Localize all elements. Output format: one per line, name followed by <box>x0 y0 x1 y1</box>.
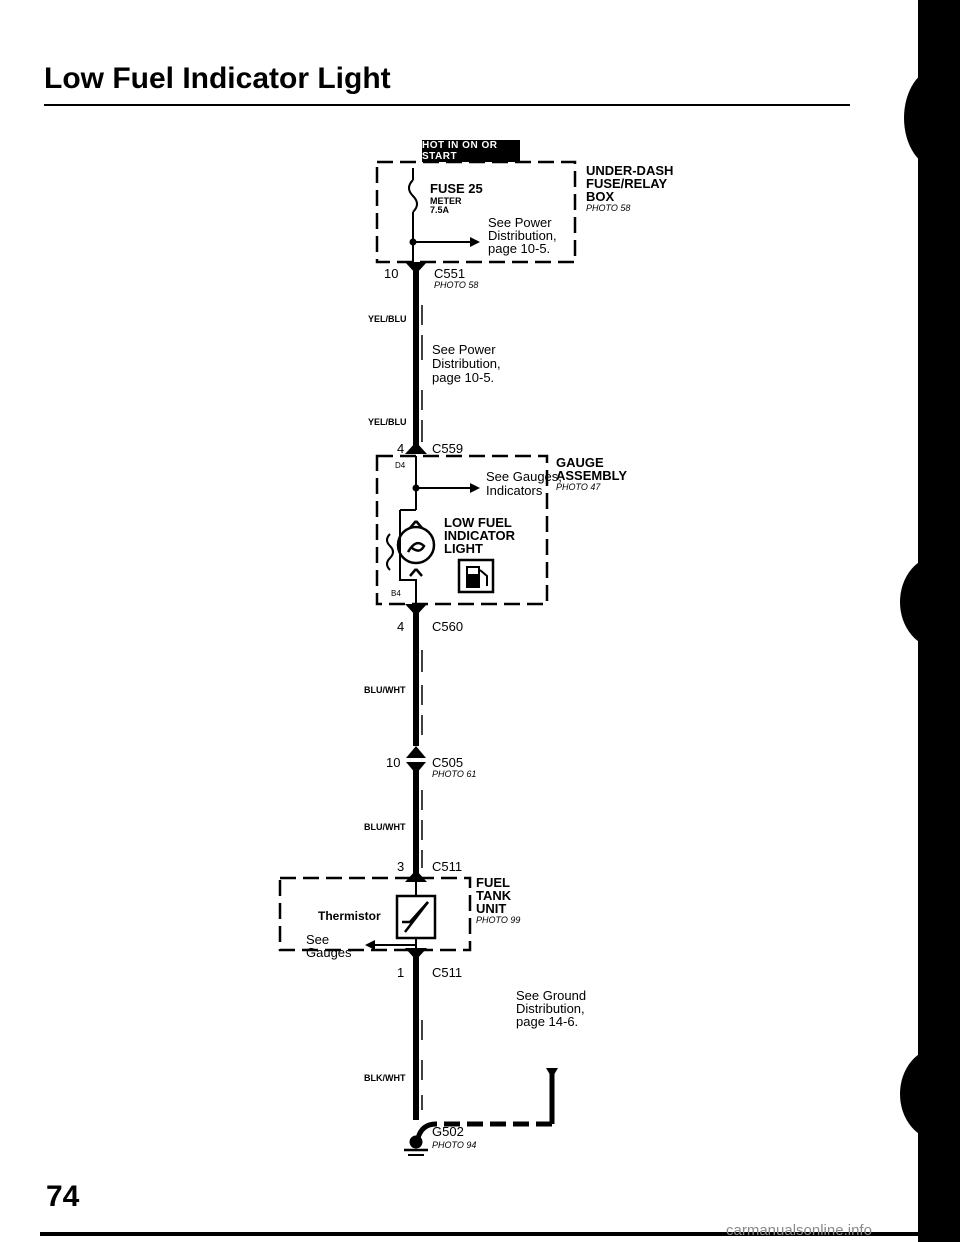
arrow-icon <box>470 483 480 493</box>
underdash-box-name-line: BOX <box>586 189 615 204</box>
mid-see-power-line: Distribution, <box>432 356 501 371</box>
bulb-icon <box>396 520 436 577</box>
fuel-pump-icon <box>457 558 495 594</box>
mid-see-power-line: page 10-5. <box>432 370 495 385</box>
fuse-icon <box>408 168 470 262</box>
lamp-name-line: LOW FUEL <box>444 515 512 530</box>
fuse-circuit: METER <box>430 196 462 206</box>
underdash-box-name-line: UNDER-DASH <box>586 163 674 178</box>
underdash-box-photo: PHOTO 58 <box>586 203 631 213</box>
power-status-badge: HOT IN ON OR START <box>422 140 520 162</box>
gauge-assembly-name-line: ASSEMBLY <box>556 468 628 483</box>
arrow-icon <box>365 940 375 950</box>
page-title: Low Fuel Indicator Light <box>44 62 391 95</box>
wire-color-label: BLK/WHT <box>364 1073 406 1083</box>
wire-color-label: BLU/WHT <box>364 685 406 695</box>
fuse-see-line: Distribution, <box>488 228 557 243</box>
lamp-name-line: LIGHT <box>444 541 483 556</box>
connector-name: C559 <box>432 441 464 456</box>
mid-see-power-line: See Power <box>432 342 496 357</box>
arrow-icon <box>546 1068 558 1078</box>
fuel-tank-name-line: UNIT <box>476 901 507 916</box>
connector-name: C511 <box>432 859 463 874</box>
connector-pin: 4 <box>397 619 405 634</box>
wire-color-label: BLU/WHT <box>364 822 406 832</box>
gauge-see-line: Indicators <box>486 483 543 498</box>
lamp-name-line: INDICATOR <box>444 528 516 543</box>
connector-photo: PHOTO 61 <box>432 769 477 779</box>
title-rule <box>44 104 850 106</box>
connector-pin: 1 <box>397 965 405 980</box>
connector-photo: PHOTO 58 <box>434 280 479 290</box>
underdash-box-name-line: FUSE/RELAY <box>586 176 668 191</box>
connector-name: C511 <box>432 965 463 980</box>
ground-icon <box>404 1135 428 1156</box>
connector-pin: 10 <box>386 755 401 770</box>
gauge-assembly-photo: PHOTO 47 <box>556 482 601 492</box>
underdash-box-outline <box>375 160 577 264</box>
thermistor-label: Thermistor <box>318 909 381 923</box>
connector-pin: 10 <box>384 266 399 281</box>
fuse-see-line: See Power <box>488 215 552 230</box>
wire-color-label: YEL/BLU <box>368 314 407 324</box>
tank-see-line: See <box>306 932 330 947</box>
binding-marks <box>40 0 960 1242</box>
connector-name: C560 <box>432 619 464 634</box>
page-number: 74 <box>46 1180 80 1213</box>
gauge-assembly-outline <box>375 454 549 606</box>
watermark: carmanualsonline.info <box>726 1222 872 1239</box>
tank-internal-wiring <box>375 878 417 950</box>
ground-see-line: See Ground <box>516 988 587 1003</box>
connector-name: C551 <box>434 266 466 281</box>
wire-color-label: YEL/BLU <box>368 417 407 427</box>
fuse-see-line: page 10-5. <box>488 241 551 256</box>
fuel-tank-name-line: FUEL <box>476 875 510 890</box>
ground-see-line: page 14-6. <box>516 1014 579 1029</box>
gauge-internal-wiring <box>386 456 470 604</box>
gauge-pin-out: B4 <box>391 589 401 598</box>
fuse-name: FUSE 25 <box>430 181 483 196</box>
ground-branch <box>415 1074 555 1139</box>
gauge-pin-in: D4 <box>395 461 406 470</box>
connector-name: C505 <box>432 755 464 770</box>
tank-see-line: Gauges <box>306 945 352 960</box>
fuse-rating: 7.5A <box>430 205 450 215</box>
ground-see-line: Distribution, <box>516 1001 585 1016</box>
ground-photo: PHOTO 94 <box>432 1140 477 1150</box>
connector-pin: 3 <box>397 859 405 874</box>
gauge-see-line: See Gauges, <box>486 469 562 484</box>
fuel-tank-photo: PHOTO 99 <box>476 915 521 925</box>
gauge-assembly-name-line: GAUGE <box>556 455 604 470</box>
thermistor-icon <box>395 894 437 940</box>
connector-pin: 4 <box>397 441 405 456</box>
arrow-icon <box>470 237 480 247</box>
ground-name: G502 <box>432 1124 464 1139</box>
fuel-tank-name-line: TANK <box>476 888 512 903</box>
